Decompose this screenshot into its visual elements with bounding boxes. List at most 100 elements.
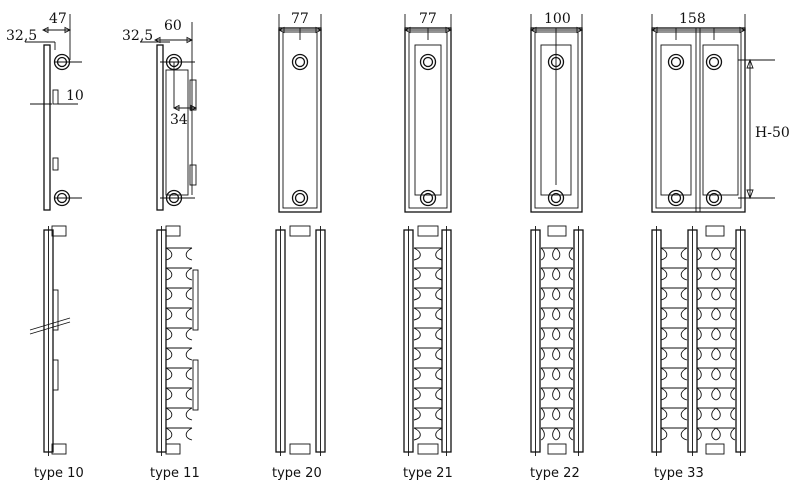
type33-convector — [702, 44, 739, 196]
connector-cap — [165, 443, 181, 455]
type21-fin — [413, 247, 443, 261]
type33-fin — [715, 367, 736, 381]
type21-fin — [413, 287, 443, 301]
arrow-head — [172, 104, 198, 112]
type11-fin — [165, 267, 193, 281]
dim-type10-gap: 10 — [66, 88, 84, 104]
type11-bracket — [189, 164, 197, 186]
dim-type10-width: 47 — [49, 11, 67, 27]
pipe-bore — [670, 56, 682, 68]
pipe-bore — [294, 56, 306, 68]
type11-fin — [165, 387, 193, 401]
type33-fin — [715, 247, 736, 261]
type22-fin — [555, 287, 574, 301]
pipe-bore — [550, 192, 562, 204]
type21-fin — [413, 267, 443, 281]
type33-fin — [715, 347, 736, 361]
type33-fin — [696, 347, 717, 361]
connector-cap — [547, 443, 567, 455]
connector-cap — [289, 225, 311, 237]
type22-fin — [540, 367, 557, 381]
dim-type11-depth: 34 — [170, 112, 188, 128]
type33-fin — [715, 307, 736, 321]
break-line — [29, 321, 71, 335]
type33-fin — [660, 407, 688, 421]
connector-cap — [705, 443, 725, 455]
break-line — [29, 317, 71, 331]
type33-convector — [660, 44, 692, 196]
type33-fin — [715, 387, 736, 401]
type11-bracket — [192, 269, 199, 331]
arrow-head — [153, 36, 194, 44]
pipe-bore — [294, 192, 306, 204]
type-10-label: type 10 — [34, 466, 84, 481]
dim-type33-width: 158 — [679, 11, 706, 27]
pipe-connection-icon — [705, 189, 723, 207]
type11-fin — [165, 347, 193, 361]
dim-height: H-50 — [755, 125, 790, 141]
type11-fin — [165, 367, 193, 381]
pipe-bore — [670, 192, 682, 204]
arrow-head — [277, 26, 323, 34]
type22-inner — [534, 31, 579, 209]
type21-fin — [413, 307, 443, 321]
type21-fin — [413, 327, 443, 341]
pipe-bore — [422, 192, 434, 204]
pipe-connection-icon — [547, 189, 565, 207]
type10-panel — [43, 44, 51, 211]
type33-fin — [696, 287, 717, 301]
type33-fin — [696, 427, 717, 441]
type11-fin — [165, 247, 193, 261]
pipe-connection-icon — [291, 189, 309, 207]
type22-fin — [540, 407, 557, 421]
type22-fin — [555, 247, 574, 261]
type21-fin — [413, 407, 443, 421]
type22-fin — [555, 367, 574, 381]
connector-cap — [705, 225, 725, 237]
dim-type11-width: 60 — [164, 18, 182, 34]
pipe-connection-icon — [419, 53, 437, 71]
dim-type10-offset: 32,5 — [6, 28, 37, 44]
type21-fin — [413, 347, 443, 361]
type33-fin — [660, 367, 688, 381]
type33-fin — [696, 247, 717, 261]
type33-fin — [660, 427, 688, 441]
pipe-bore — [708, 192, 720, 204]
type33-fin — [660, 347, 688, 361]
type22-fin — [555, 307, 574, 321]
type33-fin — [715, 327, 736, 341]
type33-fin — [715, 287, 736, 301]
arrow-head — [403, 26, 453, 34]
type11-fin — [165, 407, 193, 421]
type22-fin — [540, 267, 557, 281]
type21-fin — [413, 387, 443, 401]
type21-frame — [404, 27, 452, 213]
type-21-label: type 21 — [403, 466, 453, 481]
pipe-connection-icon — [419, 189, 437, 207]
pipe-connection-icon — [291, 53, 309, 71]
type-22-label: type 22 — [530, 466, 580, 481]
type21-convector — [414, 44, 442, 196]
type33-fin — [660, 247, 688, 261]
type33-fin — [715, 407, 736, 421]
type22-fin — [555, 387, 574, 401]
type10-bracket — [52, 157, 59, 171]
type33-fin — [660, 307, 688, 321]
type11-fin — [165, 427, 193, 441]
connector-cap — [51, 443, 67, 455]
dim-type21-width: 77 — [419, 11, 437, 27]
pipe-connection-icon — [705, 53, 723, 71]
type20-inner — [282, 31, 318, 209]
type33-fin — [696, 367, 717, 381]
type10-bracket — [52, 359, 59, 391]
dim-type22-width: 100 — [544, 11, 571, 27]
type22-fin — [540, 427, 557, 441]
type33-fin — [660, 287, 688, 301]
arrow-head — [41, 26, 72, 34]
type11-panel — [156, 44, 164, 211]
type33-fin — [696, 327, 717, 341]
type33-fin — [660, 327, 688, 341]
type22-fin — [540, 307, 557, 321]
